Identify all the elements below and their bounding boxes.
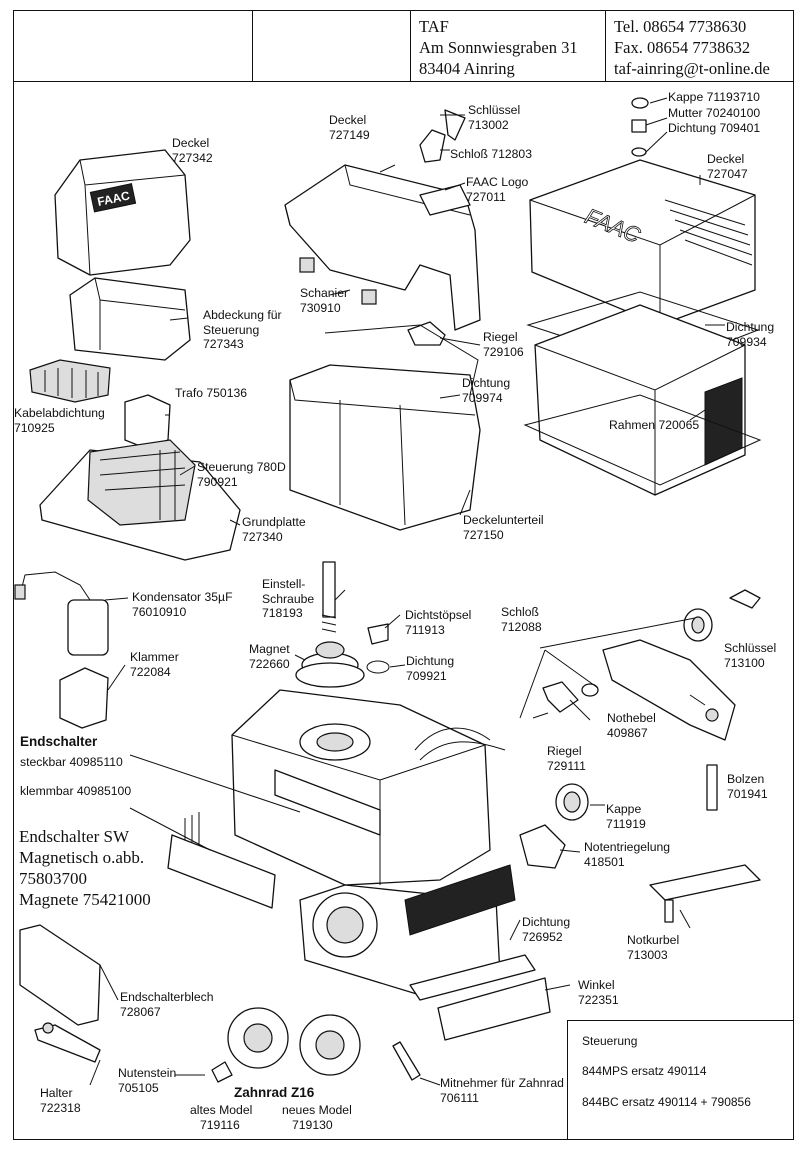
slot-nut-shape bbox=[211, 1061, 233, 1083]
header-divider bbox=[410, 10, 411, 82]
latch-729106-shape bbox=[407, 321, 446, 346]
drawing-frame bbox=[13, 10, 794, 1140]
label-nut: Mutter 70240100 bbox=[668, 106, 761, 120]
limit-switch-rail-shape bbox=[274, 769, 381, 836]
limit-switch-clamp-shape bbox=[167, 834, 276, 909]
key-713100-shape bbox=[729, 589, 761, 609]
company-contact: Tel. 08654 7738630 Fax. 08654 7738632 ta… bbox=[614, 17, 770, 78]
control-replacement-box bbox=[567, 1020, 794, 1140]
cover-727047-shape bbox=[529, 159, 756, 326]
driver-pin-shape bbox=[392, 1041, 421, 1081]
faac-cover-logo: FAAC bbox=[96, 188, 131, 209]
plug-shape bbox=[367, 623, 389, 645]
limit-switch-sw-note: Endschalter SW Magnetisch o.abb. 7580370… bbox=[19, 827, 151, 909]
cap-71193710-shape bbox=[631, 97, 649, 109]
adjusting-screw-shape bbox=[322, 561, 336, 618]
faac-logo-plate-shape bbox=[419, 184, 471, 216]
main-housing-shape bbox=[231, 689, 491, 886]
limit-switch-plug: steckbar 40985110 bbox=[20, 755, 123, 769]
seal-709401-shape bbox=[631, 147, 647, 157]
cable-seal-shape bbox=[29, 359, 111, 403]
capacitor-shape bbox=[67, 599, 109, 656]
clamp-shape bbox=[59, 667, 109, 729]
control-box-line-2: 844BC ersatz 490114 + 790856 bbox=[582, 1095, 751, 1109]
cover-727342-shape: FAAC bbox=[54, 149, 191, 276]
latch-729111-shape bbox=[542, 681, 579, 713]
frame-720065-shape bbox=[534, 304, 746, 496]
label-cap-71193710: Kappe 71193710 bbox=[668, 90, 760, 104]
transformer-shape bbox=[124, 394, 171, 449]
crank-shape bbox=[649, 864, 761, 901]
label-frame: Rahmen 720065 bbox=[609, 418, 700, 432]
control-box-line-1: 844MPS ersatz 490114 bbox=[582, 1064, 707, 1078]
emergency-release-shape bbox=[519, 824, 566, 869]
label-seal-709401: Dichtung 709401 bbox=[668, 121, 761, 135]
seal-709921-shape bbox=[366, 660, 390, 674]
bolt-shape bbox=[706, 764, 718, 811]
control-box-title: Steuerung bbox=[582, 1034, 638, 1048]
seal-726952-shape bbox=[404, 864, 516, 936]
label-lock-712803: Schloß 712803 bbox=[450, 147, 532, 161]
emergency-lever-shape bbox=[602, 639, 736, 741]
header-bar bbox=[13, 10, 794, 82]
lock-712803-shape bbox=[419, 129, 446, 163]
label-transformer: Trafo 750136 bbox=[175, 386, 248, 400]
header-divider bbox=[605, 10, 606, 82]
capacitor-wire bbox=[19, 571, 91, 601]
header-divider bbox=[252, 10, 253, 82]
limit-switch-title: Endschalter bbox=[20, 734, 98, 749]
angle-bracket-shape bbox=[409, 954, 536, 1001]
limit-switch-plate-shape bbox=[19, 924, 101, 1026]
nut-shape bbox=[631, 119, 647, 133]
control-cover-shape bbox=[69, 277, 191, 361]
company-address: TAF Am Sonnwiesgraben 31 83404 Ainring bbox=[419, 17, 578, 78]
lower-cover-shape bbox=[289, 364, 481, 531]
bottom-seal-shape bbox=[523, 394, 762, 486]
label-gear-title: Zahnrad Z16 bbox=[234, 1085, 315, 1100]
limit-switch-clamp: klemmbar 40985100 bbox=[20, 784, 132, 798]
